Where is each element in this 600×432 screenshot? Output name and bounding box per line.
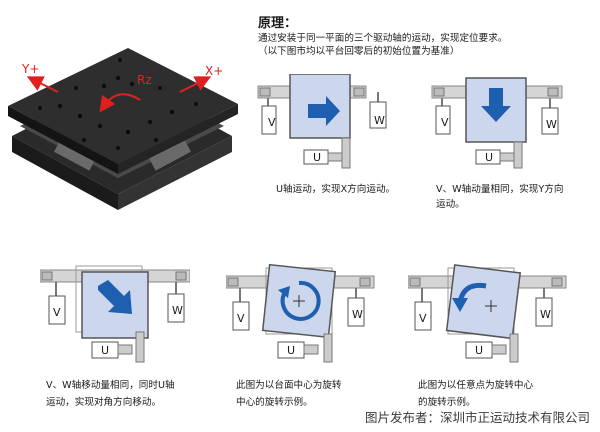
diagram5-caption-line2: 的旋转示例。 [418,397,476,408]
diagram3-caption-line1: V、W轴移动量相同，同时U轴 [46,380,175,391]
diagonal-arrow-icon [98,280,132,314]
x-axis-label: X+ [205,64,224,78]
diagram4-caption-line2: 中心的旋转示例。 [236,397,313,408]
principle-note: （以下图市均以平台回零后的初始位置为基准） [258,46,460,57]
diagram2-u-label: U [485,151,494,164]
diagram3-w-label: W [172,304,183,317]
publisher-watermark: 图片发布者：深圳市正运动技术有限公司 [364,410,590,425]
diagram-center-rotation [226,264,375,363]
diagram-y-motion [431,77,563,169]
diagram3-caption-line2: 运动，实现对角方向移动。 [46,397,162,408]
diagram1-caption-line1: U轴运动，实现X方向运动。 [276,184,396,195]
diagram1-u-label: U [313,151,322,164]
diagram2-caption-line1: V、W轴动量相同，实现Y方向 [436,184,564,195]
diagram1-v-label: V [268,116,276,129]
principle-description: 通过安装于同一平面的三个驱动轴的运动，实现定位要求。 [258,33,508,44]
diagram2-caption-line2: 运动。 [436,199,465,210]
diagram-diagonal-motion [40,265,190,363]
diagram4-w-label: W [352,308,363,321]
y-axis-label: Y+ [22,62,40,76]
diagram3-u-label: U [101,344,110,357]
principle-title: 原理： [258,16,298,31]
diagram4-v-label: V [237,312,245,325]
right-arrow-icon [308,96,340,126]
diagram3-v-label: V [53,306,61,319]
diagram4-u-label: U [287,344,296,357]
diagram5-v-label: V [419,312,427,325]
down-arrow-icon [481,88,511,122]
diagram-arbitrary-rotation [408,264,567,363]
diagram4-caption-line1: 此图为以台面中心为旋转 [236,380,342,391]
diagram5-u-label: U [475,344,484,357]
rz-axis-label: Rz [137,73,152,87]
xyr-stage-photo [8,48,238,210]
diagram2-v-label: V [441,116,449,129]
diagram5-w-label: W [540,308,551,321]
diagram1-w-label: W [374,114,385,127]
diagram5-caption-line1: 此图为以任意点为旋转中心 [418,380,534,391]
diagram-u-axis-motion [257,74,387,169]
diagram2-w-label: W [546,118,557,131]
rotate-arrow-icon [280,280,321,321]
